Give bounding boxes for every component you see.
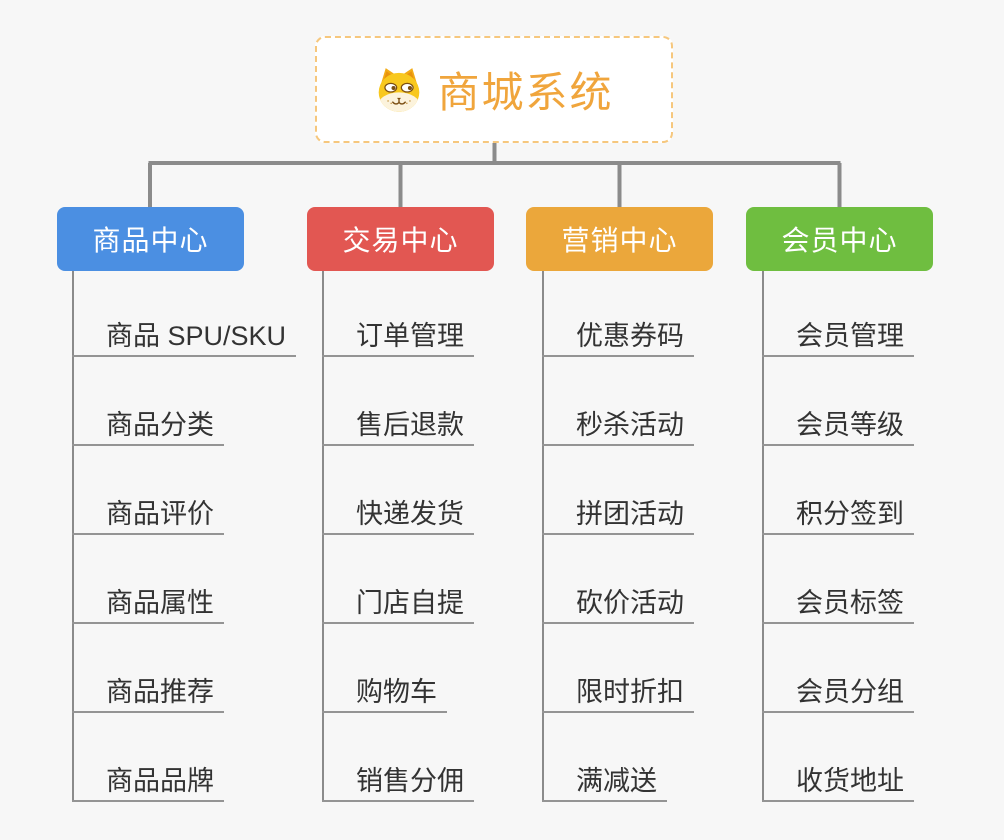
child-node[interactable]: 购物车	[322, 669, 447, 713]
branch-label: 商品中心	[92, 225, 209, 256]
branch-label: 交易中心	[342, 225, 459, 256]
branch-node-trade-center[interactable]: 交易中心	[307, 207, 494, 271]
child-node[interactable]: 商品推荐	[72, 669, 224, 713]
branch-trunk-line	[322, 271, 324, 802]
child-node[interactable]: 门店自提	[322, 580, 474, 624]
branch-node-marketing-center[interactable]: 营销中心	[526, 207, 713, 271]
child-node[interactable]: 商品 SPU/SKU	[72, 313, 297, 357]
child-node[interactable]: 商品评价	[72, 491, 224, 535]
child-node[interactable]: 快递发货	[322, 491, 474, 535]
branch-children-product-center: 商品 SPU/SKU 商品分类 商品评价 商品属性 商品推荐 商品品牌	[72, 271, 322, 802]
root-title: 商城系统	[437, 69, 614, 116]
child-node[interactable]: 会员等级	[762, 402, 914, 446]
child-node[interactable]: 订单管理	[322, 313, 474, 357]
child-node[interactable]: 拼团活动	[542, 491, 694, 535]
child-node[interactable]: 优惠券码	[542, 313, 694, 357]
branch-label: 营销中心	[561, 225, 678, 256]
child-node[interactable]: 售后退款	[322, 402, 474, 446]
child-node[interactable]: 收货地址	[762, 758, 914, 802]
branch-node-member-center[interactable]: 会员中心	[746, 207, 933, 271]
child-node[interactable]: 砍价活动	[542, 580, 694, 624]
branch-children-member-center: 会员管理 会员等级 积分签到 会员标签 会员分组 收货地址	[762, 271, 1004, 802]
child-node[interactable]: 会员管理	[762, 313, 914, 357]
child-node[interactable]: 商品品牌	[72, 758, 224, 802]
branch-children-marketing-center: 优惠券码 秒杀活动 拼团活动 砍价活动 限时折扣 满减送	[542, 271, 792, 802]
child-node[interactable]: 商品属性	[72, 580, 224, 624]
child-node[interactable]: 秒杀活动	[542, 402, 694, 446]
child-node[interactable]: 限时折扣	[542, 669, 694, 713]
child-node[interactable]: 会员标签	[762, 580, 914, 624]
child-node[interactable]: 会员分组	[762, 669, 914, 713]
child-node[interactable]: 积分签到	[762, 491, 914, 535]
child-node[interactable]: 商品分类	[72, 402, 224, 446]
child-node[interactable]: 满减送	[542, 758, 667, 802]
root-node[interactable]: 商城系统	[315, 36, 673, 143]
branch-trunk-line	[542, 271, 544, 802]
child-node[interactable]: 销售分佣	[322, 758, 474, 802]
branch-trunk-line	[72, 271, 74, 802]
branch-trunk-line	[762, 271, 764, 802]
dog-face-icon	[379, 67, 420, 112]
branch-node-product-center[interactable]: 商品中心	[57, 207, 244, 271]
branch-children-trade-center: 订单管理 售后退款 快递发货 门店自提 购物车 销售分佣	[322, 271, 572, 802]
branch-label: 会员中心	[781, 225, 898, 256]
